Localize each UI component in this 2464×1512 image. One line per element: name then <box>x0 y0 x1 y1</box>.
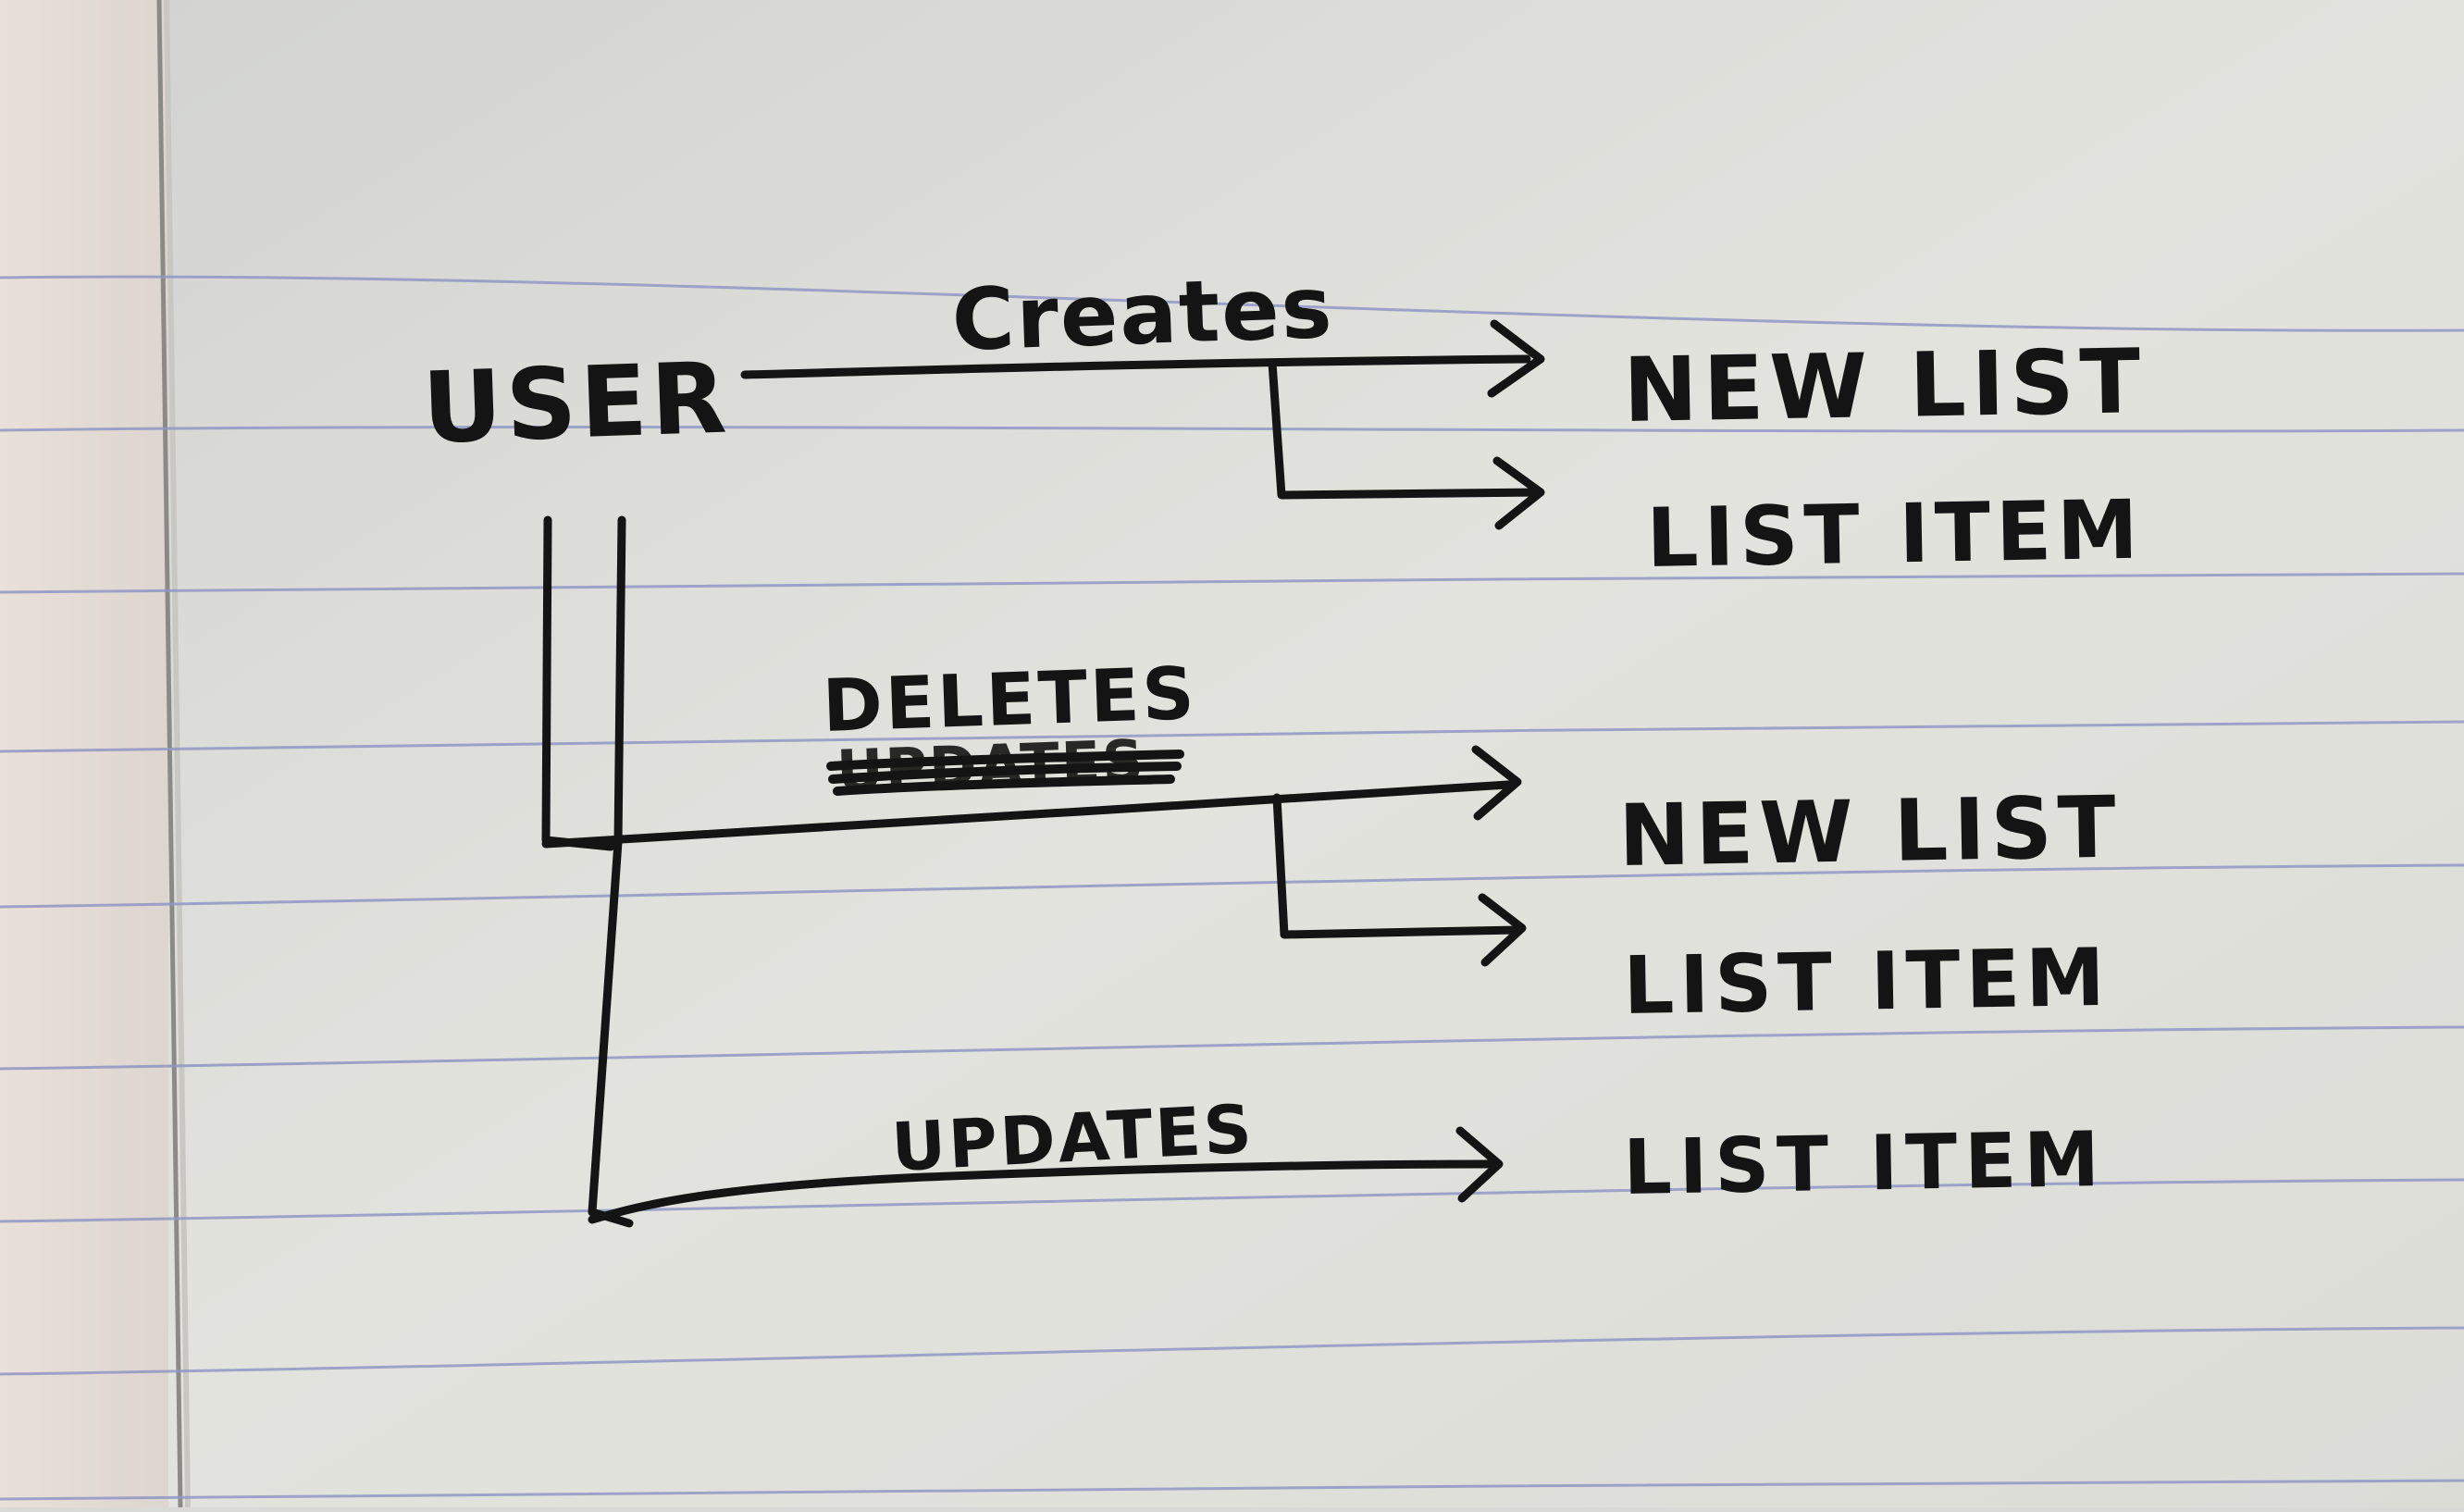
deletes-new-list-arrowhead <box>1471 745 1522 821</box>
creates-list-item-arrowhead <box>1492 456 1545 530</box>
ruled-line <box>0 1025 2464 1071</box>
deletes-branch-line <box>1272 793 1522 939</box>
updates-target-list-item: LIST ITEM <box>1623 1116 2108 1212</box>
ruled-line <box>0 572 2464 594</box>
ruled-line <box>0 863 2464 909</box>
creates-target-new-list: NEW LIST <box>1622 329 2147 442</box>
creates-arrow-line <box>740 354 1531 379</box>
ruled-line <box>0 1178 2464 1223</box>
user-node: USER <box>421 341 733 465</box>
ruled-line <box>0 275 2464 332</box>
ruled-line <box>0 1479 2464 1501</box>
left-page <box>0 0 168 1507</box>
creates-label: Creates <box>950 258 1335 370</box>
deletes-arrow-line <box>541 780 1513 849</box>
creates-target-list-item: LIST ITEM <box>1646 482 2145 586</box>
updates-list-item-arrowhead <box>1455 1126 1504 1203</box>
ruled-line <box>0 1326 2464 1376</box>
strikethrough-scribble <box>826 750 1184 796</box>
creates-branch-line <box>1268 358 1541 500</box>
deletes-target-new-list: NEW LIST <box>1618 778 2123 886</box>
deletes-target-list-item: LIST ITEM <box>1623 932 2111 1033</box>
binding-highlight <box>164 0 191 1508</box>
ruled-lines <box>0 275 2464 1501</box>
notebook-binding <box>156 0 183 1508</box>
deletes-label: DELETES <box>822 652 1199 749</box>
updates-arrow-line <box>588 1159 1494 1224</box>
updates-label: UPDATES <box>889 1090 1256 1186</box>
ruled-line <box>0 720 2464 753</box>
deletes-list-item-arrowhead <box>1478 893 1527 967</box>
ruled-line <box>0 425 2464 433</box>
connectors <box>541 319 1545 1228</box>
creates-new-list-arrowhead <box>1487 319 1545 398</box>
